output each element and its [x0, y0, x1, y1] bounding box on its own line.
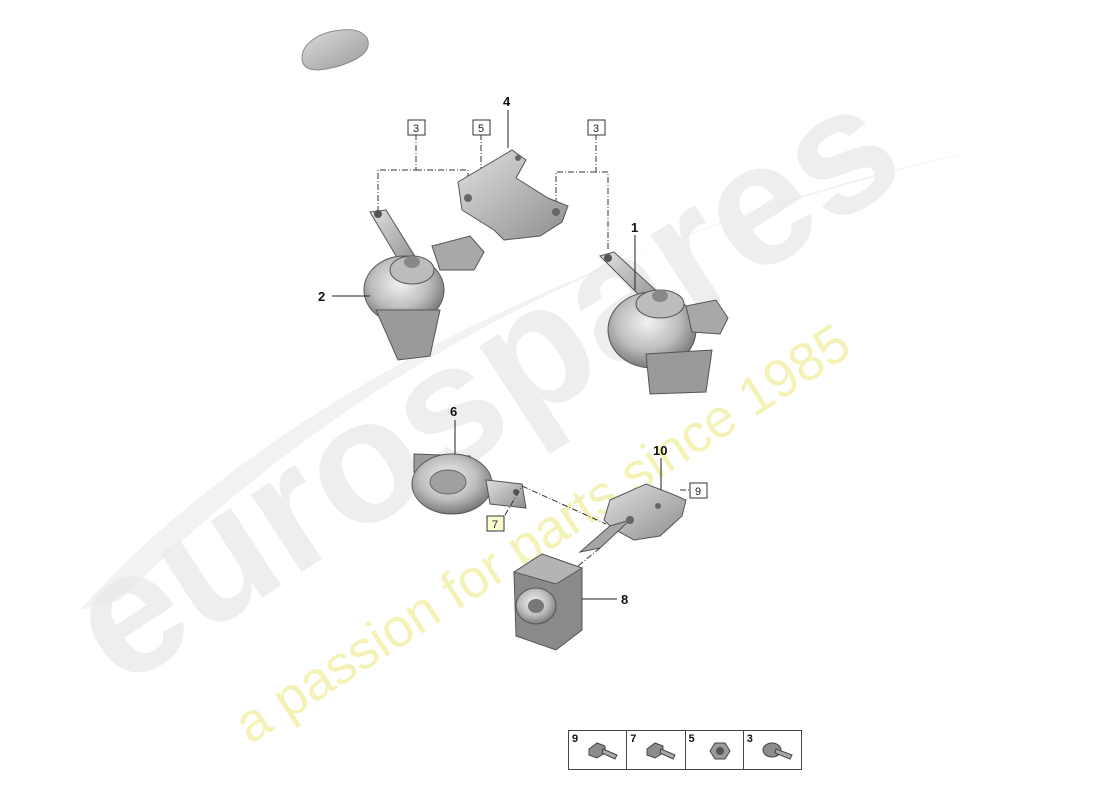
legend-number: 3	[746, 733, 753, 745]
legend-number: 9	[572, 733, 579, 745]
legend-number: 7	[630, 733, 637, 745]
callout-6: 6	[450, 404, 457, 419]
boxed-ref-9: 9	[695, 486, 701, 498]
bolt-icon	[760, 737, 796, 770]
legend-cell-3: 3	[744, 731, 801, 769]
boxed-ref-7: 7	[492, 519, 498, 531]
boxed-ref-3-left: 3	[413, 123, 419, 135]
callout-2: 2	[318, 289, 325, 304]
callout-10: 10	[653, 443, 667, 458]
callout-1: 1	[631, 220, 638, 235]
boxed-refs: 3 5 3 7 9	[407, 119, 708, 532]
bolt-icon	[643, 737, 679, 770]
part-6-horn	[411, 453, 527, 515]
part-2-horn	[363, 209, 485, 361]
fastener-legend: 9 7 5 3	[568, 730, 802, 770]
manufacturer-logo	[301, 29, 369, 71]
callout-4: 4	[503, 94, 511, 109]
part-8-siren	[512, 553, 584, 651]
legend-number: 5	[688, 733, 695, 745]
legend-cell-9: 9	[569, 731, 628, 770]
nut-icon	[702, 737, 738, 770]
watermark: eurospares a passion for parts since 198…	[34, 44, 980, 755]
part-1-horn	[599, 251, 729, 395]
boxed-ref-5: 5	[478, 123, 484, 135]
part-10-bracket	[578, 483, 687, 553]
legend-cell-7: 7	[627, 731, 686, 770]
part-4-bracket	[457, 149, 569, 241]
bolt-icon	[585, 737, 621, 770]
callout-8: 8	[621, 592, 628, 607]
assembly-lines-bottom	[504, 485, 690, 567]
leader-lines	[332, 110, 662, 600]
boxed-ref-3-right: 3	[593, 123, 599, 135]
callouts: 4 1 2 6 10 8	[318, 94, 667, 607]
legend-cell-5: 5	[686, 731, 744, 769]
